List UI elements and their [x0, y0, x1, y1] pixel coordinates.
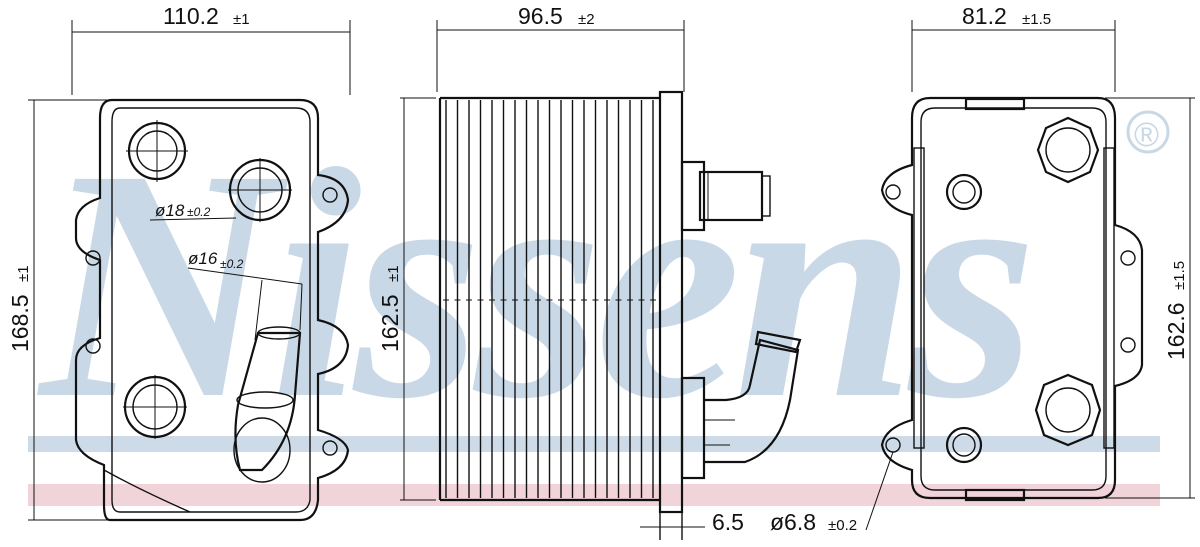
registered-mark: ® — [1134, 116, 1159, 154]
dim-width-side-tol: ±2 — [578, 11, 595, 28]
dim-height-back-tol: ±1.5 — [1171, 261, 1188, 290]
nissens-logo-watermark: Nissens ® — [35, 102, 1170, 467]
registered-mark-icon — [1126, 110, 1170, 154]
watermark-band-blue — [28, 436, 1160, 452]
dim-height-front-value: 168.5 — [7, 294, 33, 352]
port-large-diameter: ø18 — [155, 201, 185, 220]
dim-width-back-value: 81.2 — [962, 3, 1007, 29]
port-small-tol: ±0.2 — [220, 257, 244, 271]
dim-width-side-value: 96.5 — [518, 3, 563, 29]
side-view — [400, 20, 802, 540]
dim-width-front-tol: ±1 — [233, 11, 250, 28]
port-large-tol: ±0.2 — [187, 205, 211, 219]
cooling-fins — [443, 100, 656, 498]
dim-width-back-tol: ±1.5 — [1022, 11, 1051, 28]
dim-height-side-value: 162.5 — [377, 294, 403, 352]
dim-width-front-value: 110.2 — [163, 3, 219, 29]
dim-height-front-tol: ±1 — [15, 265, 32, 282]
watermark-band-pink — [28, 484, 1160, 506]
front-view — [28, 20, 351, 522]
back-view — [865, 20, 1195, 531]
dim-flange-thickness: 6.5 — [712, 509, 744, 535]
dim-height-back-value: 162.6 — [1163, 302, 1189, 360]
mount-hole-tol: ±0.2 — [828, 517, 857, 534]
logo-text: Nissens — [35, 102, 1029, 467]
port-small-diameter: ø16 — [188, 249, 218, 268]
mount-hole-diameter: ø6.8 — [770, 509, 816, 535]
dim-height-side-tol: ±1 — [385, 265, 402, 282]
